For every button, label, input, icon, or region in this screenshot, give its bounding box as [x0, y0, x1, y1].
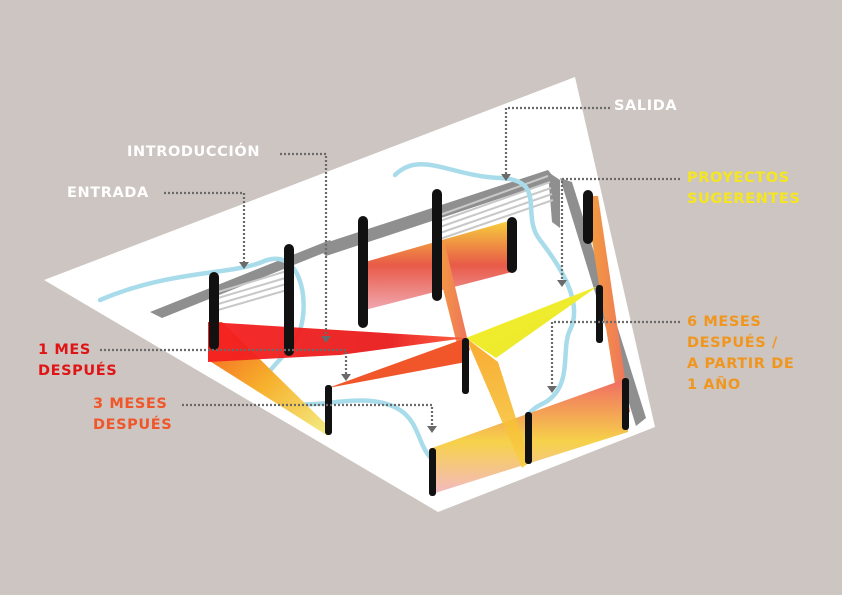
label-proyectos-sugerentes: PROYECTOS SUGERENTES	[687, 168, 800, 210]
projection-1-mes	[208, 322, 466, 362]
label-salida: SALIDA	[614, 98, 678, 114]
label-entrada: ENTRADA	[67, 185, 149, 201]
projection-fan-down	[466, 338, 530, 468]
label-6-meses-line3: A PARTIR DE	[687, 356, 795, 372]
staircase-right	[439, 175, 554, 240]
label-6-meses-line2: DESPUÉS /	[687, 335, 778, 351]
label-6-meses-line1: 6 MESES	[687, 314, 762, 330]
label-1-mes: 1 MES DESPUÉS	[38, 340, 117, 382]
label-introduccion: INTRODUCCIÓN	[127, 144, 261, 160]
label-proyectos-line2: SUGERENTES	[687, 191, 801, 207]
label-3-meses: 3 MESES DESPUÉS	[93, 394, 172, 436]
label-proyectos-line1: PROYECTOS	[687, 170, 790, 186]
label-6-meses-line4: 1 AÑO	[687, 377, 741, 393]
columns	[209, 189, 629, 496]
wall-right	[585, 196, 630, 416]
projection-3-meses	[328, 338, 466, 388]
projection-6-meses	[466, 286, 598, 358]
label-1-mes-line1: 1 MES	[38, 342, 91, 358]
leader-lines	[100, 106, 680, 426]
arrow-heads	[239, 174, 567, 433]
label-6-meses: 6 MESES DESPUÉS / A PARTIR DE 1 AÑO	[687, 312, 794, 396]
staircase-left	[217, 269, 295, 311]
label-1-mes-line2: DESPUÉS	[38, 363, 118, 379]
label-3-meses-line2: DESPUÉS	[93, 417, 173, 433]
label-3-meses-line1: 3 MESES	[93, 396, 168, 412]
